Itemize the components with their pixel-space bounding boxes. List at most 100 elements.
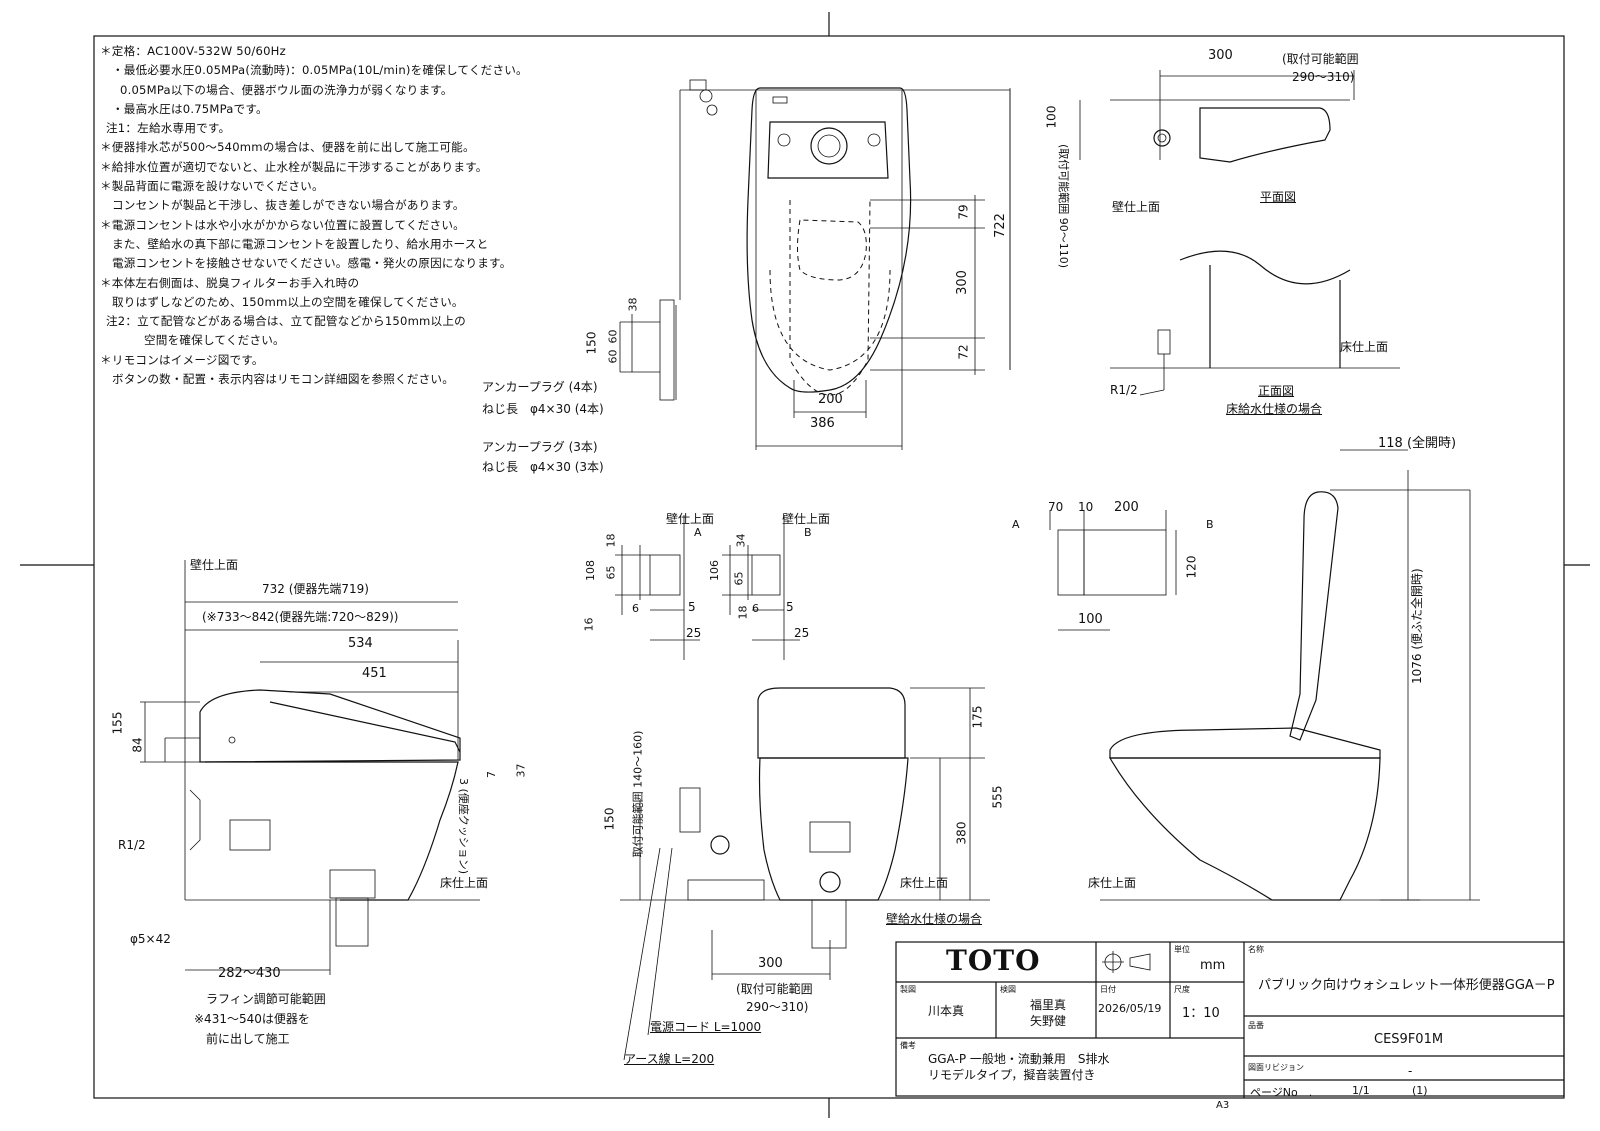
dim-175: 175: [970, 705, 985, 729]
note-line: ＊製品背面に電源を設けないでください。: [100, 179, 324, 194]
dim-72: 72: [956, 344, 971, 360]
note-line: ＊定格：AC100V-532W 50/60Hz: [100, 44, 286, 58]
remarks-line-1: GGA-P 一般地・流動兼用 S排水: [928, 1052, 1110, 1066]
dim-150: 150: [584, 331, 599, 355]
paper-size: A3: [1216, 1100, 1230, 1111]
drawn-by: 川本真: [928, 1004, 965, 1018]
note-line: ・最高水圧は0.75MPaです。: [112, 101, 268, 116]
wall-surface-label-4: 壁仕上面: [782, 512, 831, 526]
front-view-drawing: [615, 515, 990, 1061]
dim-100: 100: [1044, 105, 1059, 129]
checked-label: 検図: [1000, 985, 1016, 994]
dim-300-mid: 300: [954, 270, 970, 295]
dim-150-front: 150: [602, 807, 617, 831]
note-line: ＊本体左右側面は、脱臭フィルターお手入れ時の: [100, 275, 360, 290]
page-label: ページNo .: [1250, 1086, 1313, 1099]
height-open-label: 1076 (便ふた全開時): [1410, 568, 1424, 684]
remarks-label: 備考: [900, 1041, 916, 1050]
dim-555: 555: [990, 785, 1005, 809]
note-line: 注2：立て配管などがある場合は、立て配管などから150mm以上の: [106, 314, 466, 329]
earth-wire-label: アース線 L=200: [624, 1052, 715, 1066]
floor-surface-label-3: 床仕上面: [900, 876, 949, 890]
r12-label-1: R1/2: [1110, 383, 1138, 397]
dim-282-430: 282～430: [218, 966, 281, 981]
dim-34: 34: [734, 533, 748, 548]
note-line: ＊便器排水芯が500～540mmの場合は、便器を前に出して施工可能。: [100, 140, 475, 155]
floor-supply-title: 床給水仕様の場合: [1226, 402, 1323, 416]
screw-4-label: ねじ長 φ4×30 (4本): [482, 402, 604, 416]
dim-65b: 65: [732, 571, 746, 586]
plan-view-drawing: [619, 79, 1011, 450]
note-line: ボタンの数・配置・表示内容はリモコン詳細図を参照ください。: [112, 372, 455, 387]
notes-block: ＊定格：AC100V-532W 50/60Hz ・最低必要水圧0.05MPa(流…: [100, 42, 570, 389]
dim-38: 38: [626, 297, 640, 312]
fully-open-label: 118 (全開時): [1378, 436, 1457, 451]
note-line: ＊電源コンセントは水や小水がかからない位置に設置してください。: [100, 217, 465, 232]
seat-cushion-label: 3 (便座クッション): [457, 777, 471, 875]
dim-155: 155: [110, 711, 125, 735]
dim-6a: 6: [632, 602, 639, 615]
page-value: 1/1: [1352, 1084, 1370, 1097]
dim-200-plan: 200: [818, 392, 843, 407]
floor-surface-label-4: 床仕上面: [1088, 876, 1137, 890]
drawn-label: 製図: [900, 985, 916, 994]
date-label: 日付: [1100, 985, 1116, 994]
dim-120: 120: [1184, 555, 1199, 579]
name-label: 名称: [1248, 945, 1264, 954]
dim-60a: 60: [606, 329, 620, 344]
anchor-3-label: アンカープラグ (3本): [482, 440, 598, 454]
unit-value: mm: [1200, 958, 1226, 973]
marker-b-detail: B: [804, 526, 812, 539]
note-line: 注1：左給水専用です。: [106, 121, 231, 136]
dim-5a: 5: [688, 600, 696, 614]
toto-logo: TOTO: [946, 944, 1041, 977]
dim-534: 534: [348, 636, 373, 651]
mount-range-top-val: 290～310): [1292, 70, 1355, 84]
mount-range-bottom-val: 290～310): [746, 1000, 809, 1014]
marker-b: B: [1206, 518, 1214, 531]
model-value: CES9F01M: [1374, 1032, 1444, 1047]
dim-300-top: 300: [1208, 48, 1233, 63]
title-block: [895, 941, 1565, 1098]
dim-200-side: 200: [1114, 500, 1139, 515]
plan-view-title: 平面図: [1260, 190, 1297, 204]
mount-range-top: (取付可能範囲: [1282, 52, 1359, 66]
r12-label-2: R1/2: [118, 838, 146, 852]
dim-108: 108: [584, 560, 597, 581]
marker-a: A: [1012, 518, 1020, 531]
remarks-line-2: リモデルタイプ，擬音装置付き: [928, 1068, 1096, 1082]
note-line: ・最低必要水圧0.05MPa(流動時)：0.05MPa(10L/min)を確保し…: [112, 63, 528, 78]
dim-451: 451: [362, 666, 387, 681]
dim-70: 70: [1048, 500, 1064, 514]
dim-6b: 6: [752, 602, 759, 615]
checked-by-1: 福里真: [1030, 998, 1067, 1012]
unit-label: 単位: [1174, 945, 1190, 954]
revision-value: -: [1408, 1064, 1413, 1078]
dim-84: 84: [130, 737, 145, 753]
front-view-title: 正面図: [1258, 384, 1295, 398]
dim-37: 37: [514, 763, 528, 778]
note-line: 電源コンセントを接触させないでください。感電・発火の原因になります。: [112, 256, 512, 271]
model-label: 品番: [1248, 1021, 1264, 1030]
wall-surface-label-1: 壁仕上面: [1112, 200, 1161, 214]
floor-surface-label-2: 床仕上面: [440, 876, 489, 890]
wall-surface-label-2: 壁仕上面: [190, 558, 239, 572]
product-name: パブリック向けウォシュレット一体形便器GGA－P: [1258, 978, 1555, 993]
mount-range-side: (取付可能範囲 90～110): [1057, 143, 1071, 269]
dim-10: 10: [1078, 500, 1094, 514]
dim-79: 79: [956, 204, 971, 220]
dim-65a: 65: [604, 565, 618, 580]
dim-722: 722: [992, 213, 1008, 238]
note-line: ＊リモコンはイメージ図です。: [100, 352, 264, 367]
rafin-note-2: 前に出して施工: [206, 1032, 290, 1046]
note-line: ＊給排水位置が適切でないと、止水栓が製品に干渉することがあります。: [100, 159, 488, 174]
rafin-label: ラフィン調節可能範囲: [206, 992, 326, 1006]
power-cord-label: 電源コード L=1000: [650, 1020, 762, 1034]
dim-18a: 18: [604, 533, 618, 548]
scale-label: 尺度: [1174, 985, 1190, 994]
date-value: 2026/05/19: [1098, 1002, 1162, 1015]
note-line: コンセントが製品と干渉し、抜き差しができない場合があります。: [112, 198, 465, 213]
side-view-drawing: [140, 560, 480, 975]
phi-label: φ5×42: [130, 932, 171, 946]
